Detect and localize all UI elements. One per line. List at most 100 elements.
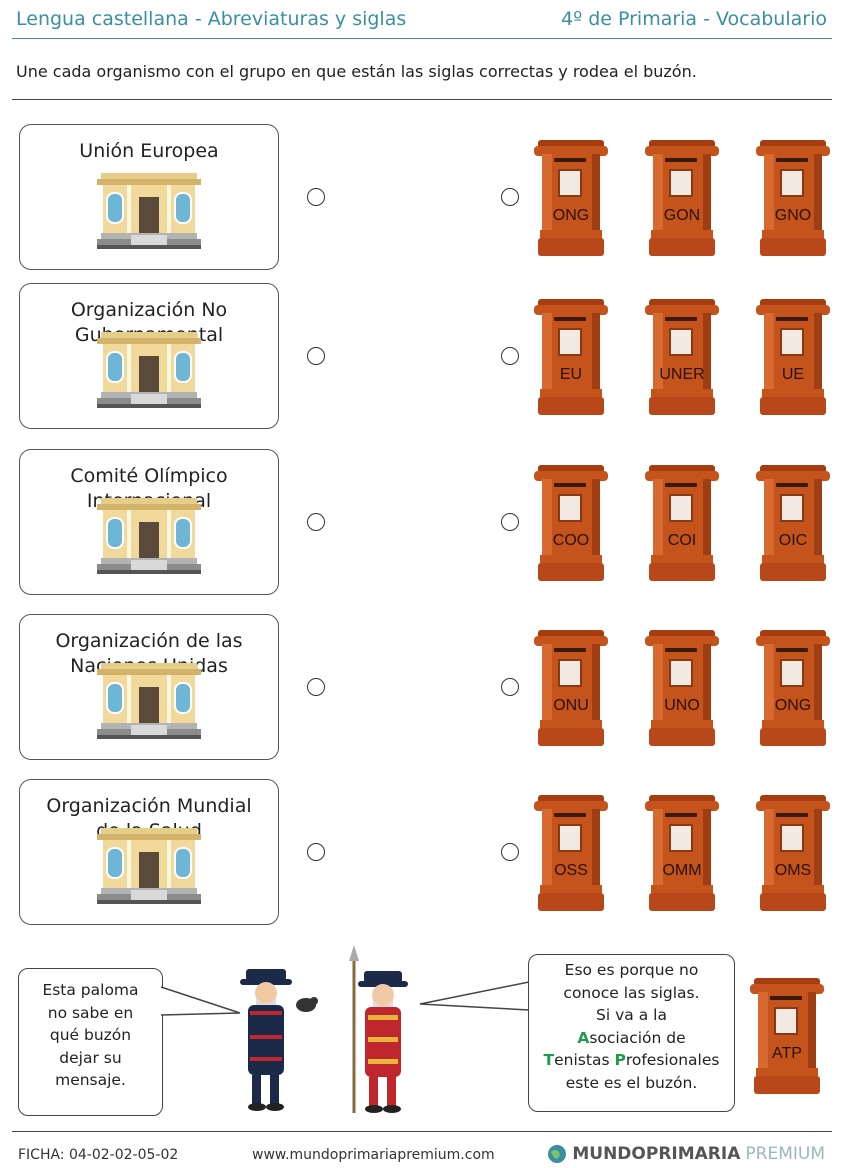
mailbox-icon bbox=[756, 140, 830, 256]
bubble-left-line: no sabe en bbox=[47, 1003, 134, 1022]
building-icon bbox=[97, 332, 201, 408]
initial-letter-a: A bbox=[577, 1028, 590, 1047]
mailbox-acronym: ONU bbox=[553, 697, 589, 714]
bubble-left-tail bbox=[160, 986, 241, 1016]
mailbox-icon bbox=[534, 630, 608, 746]
mailbox-option[interactable]: EU bbox=[534, 299, 608, 417]
logo-text-light: PREMIUM bbox=[745, 1144, 825, 1164]
building-icon bbox=[97, 498, 201, 574]
example-acronym: ATP bbox=[772, 1045, 802, 1062]
bubble-left-line: dejar su bbox=[59, 1048, 122, 1067]
match-dot-left[interactable] bbox=[307, 188, 325, 206]
mailbox-acronym: UNO bbox=[664, 697, 700, 714]
globe-icon bbox=[548, 1145, 567, 1163]
bubble-left-line: qué buzón bbox=[49, 1026, 132, 1044]
organization-name-line: Organización No bbox=[70, 299, 228, 321]
match-dot-right[interactable] bbox=[501, 188, 519, 206]
bubble-right-line: Tenistas Profesionales bbox=[543, 1051, 720, 1069]
match-dot-left[interactable] bbox=[307, 347, 325, 365]
bubble-right-line: conoce las siglas. bbox=[563, 983, 700, 1002]
logo-text-bold: MUNDOPRIMARIA bbox=[572, 1144, 741, 1164]
mailbox-option[interactable]: GNO bbox=[756, 140, 830, 258]
mailbox-icon bbox=[756, 299, 830, 415]
mailbox-acronym: OMM bbox=[662, 862, 702, 879]
footer-divider bbox=[12, 1131, 832, 1132]
match-dot-right[interactable] bbox=[501, 513, 519, 531]
organization-name-line: Organización Mundial bbox=[46, 795, 252, 817]
mailbox-acronym: UNER bbox=[659, 366, 705, 383]
mailbox-icon bbox=[534, 140, 608, 256]
mailbox-acronym: ONG bbox=[552, 207, 590, 224]
mailbox-icon bbox=[750, 978, 824, 1094]
mailbox-option[interactable]: UNO bbox=[645, 630, 719, 748]
instruction-divider bbox=[12, 99, 832, 100]
mailbox-acronym: OIC bbox=[778, 532, 808, 549]
guard-right-figure bbox=[349, 945, 408, 1113]
mailbox-icon bbox=[645, 140, 719, 256]
mailbox-option[interactable]: UE bbox=[756, 299, 830, 417]
bubble-right-line: Eso es porque no bbox=[564, 961, 699, 979]
bubble-right-line: Si va a la bbox=[596, 1006, 667, 1024]
mailbox-option[interactable]: ONG bbox=[534, 140, 608, 258]
speech-bubble-left: Esta paloma no sabe en qué buzón dejar s… bbox=[18, 968, 163, 1116]
bubble-right-line: este es el buzón. bbox=[565, 1073, 698, 1092]
organization-card: Organización de lasNaciones Unidas bbox=[19, 614, 279, 760]
website-url: www.mundoprimariapremium.com bbox=[252, 1147, 495, 1163]
match-dot-left[interactable] bbox=[307, 513, 325, 531]
match-dot-right[interactable] bbox=[501, 347, 519, 365]
mailbox-acronym: OSS bbox=[554, 862, 588, 879]
mailbox-acronym: COI bbox=[667, 532, 697, 549]
guard-left-figure bbox=[240, 969, 318, 1111]
worksheet-level: 4º de Primaria - Vocabulario bbox=[561, 8, 827, 30]
mailbox-icon bbox=[756, 465, 830, 581]
bubble-left-line: mensaje. bbox=[55, 1071, 126, 1089]
mailbox-option[interactable]: OSS bbox=[534, 795, 608, 913]
organization-card: Unión Europea bbox=[19, 124, 279, 270]
worksheet-subject: Lengua castellana - Abreviaturas y sigla… bbox=[16, 8, 407, 30]
mailbox-acronym: ONG bbox=[774, 697, 812, 714]
mailbox-acronym: OMS bbox=[774, 862, 812, 879]
mailbox-option[interactable]: OMM bbox=[645, 795, 719, 913]
mailbox-icon bbox=[534, 465, 608, 581]
mailbox-option[interactable]: ONU bbox=[534, 630, 608, 748]
example-mailbox-atp: ATP bbox=[750, 978, 824, 1096]
mailbox-option[interactable]: OIC bbox=[756, 465, 830, 583]
ficha-code: FICHA: 04-02-02-05-02 bbox=[18, 1147, 179, 1163]
mailbox-option[interactable]: UNER bbox=[645, 299, 719, 417]
mailbox-option[interactable]: GON bbox=[645, 140, 719, 258]
mailbox-icon bbox=[645, 795, 719, 911]
bubble-right-tail bbox=[419, 981, 530, 1011]
mailbox-option[interactable]: ONG bbox=[756, 630, 830, 748]
organization-name-line: Comité Olímpico bbox=[70, 465, 228, 487]
speech-bubble-right: Eso es porque no conoce las siglas. Si v… bbox=[528, 954, 735, 1112]
beefeater-guards-illustration bbox=[240, 945, 408, 1113]
match-dot-right[interactable] bbox=[501, 843, 519, 861]
initial-letter-p: P bbox=[614, 1051, 626, 1069]
organization-name: Unión Europea bbox=[20, 125, 278, 164]
building-icon bbox=[97, 663, 201, 739]
initial-letter-t: T bbox=[543, 1051, 555, 1069]
mailbox-option[interactable]: COO bbox=[534, 465, 608, 583]
mailbox-acronym: COO bbox=[552, 532, 590, 549]
mailbox-acronym: GON bbox=[663, 207, 701, 224]
bubble-left-line: Esta paloma bbox=[42, 981, 139, 999]
mailbox-acronym: UE bbox=[781, 366, 805, 383]
mailbox-acronym: GNO bbox=[774, 207, 812, 224]
bubble-right-line: Asociación de bbox=[577, 1028, 686, 1047]
mailbox-acronym: EU bbox=[559, 366, 583, 383]
instruction-text: Une cada organismo con el grupo en que e… bbox=[16, 62, 697, 81]
mailbox-icon bbox=[756, 795, 830, 911]
mailbox-icon bbox=[645, 465, 719, 581]
organization-card: Comité OlímpicoInternacional bbox=[19, 449, 279, 595]
organization-name-line: Unión Europea bbox=[79, 140, 219, 162]
mailbox-option[interactable]: OMS bbox=[756, 795, 830, 913]
match-dot-right[interactable] bbox=[501, 678, 519, 696]
match-dot-left[interactable] bbox=[307, 843, 325, 861]
mailbox-option[interactable]: COI bbox=[645, 465, 719, 583]
building-icon bbox=[97, 173, 201, 249]
organization-card: Organización Mundialde la Salud bbox=[19, 779, 279, 925]
organization-card: Organización NoGubernamental bbox=[19, 283, 279, 429]
match-dot-left[interactable] bbox=[307, 678, 325, 696]
header-divider bbox=[12, 38, 832, 39]
